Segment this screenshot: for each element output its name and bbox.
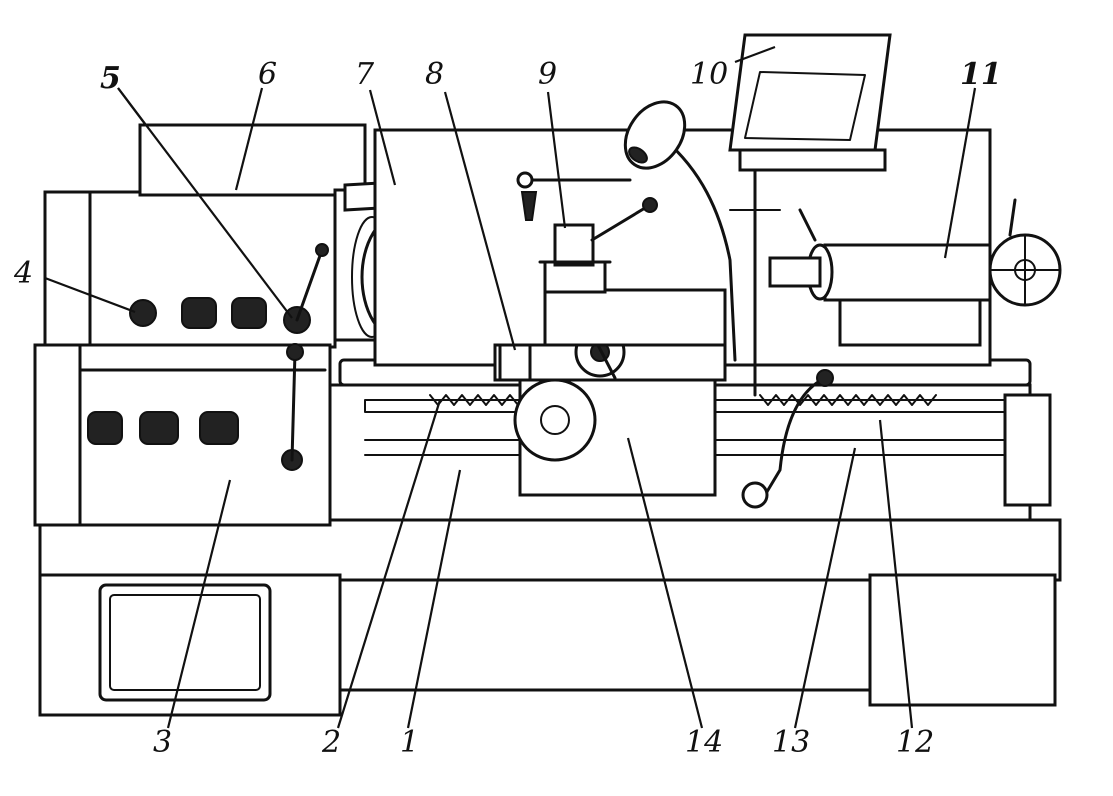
- leader-12: [878, 419, 914, 729]
- tailstock: [768, 198, 1062, 347]
- gearbox-knobs: [87, 411, 239, 445]
- leader-11: [943, 87, 977, 259]
- tool-holder: [516, 171, 632, 221]
- callout-label-13: 13: [772, 725, 810, 760]
- callout-label-5: 5: [100, 61, 121, 96]
- leader-6: [234, 87, 264, 191]
- work-lamp: [623, 100, 737, 362]
- leader-9: [546, 91, 567, 229]
- leader-7: [368, 89, 397, 186]
- display-panel: [728, 33, 892, 397]
- callout-label-2: 2: [321, 725, 341, 760]
- carriage: [493, 318, 727, 497]
- leader-5a: [117, 87, 293, 319]
- leader-3: [166, 479, 232, 729]
- leader-2: [336, 399, 442, 729]
- leader-1: [406, 469, 462, 729]
- leader-10: [734, 45, 776, 64]
- callout-label-6: 6: [258, 57, 277, 92]
- callout-label-7: 7: [355, 57, 375, 92]
- leader-14: [626, 437, 704, 729]
- callout-label-12: 12: [896, 725, 934, 760]
- machine-base: [38, 518, 1062, 717]
- leader-13: [793, 447, 857, 729]
- leader-5b: [117, 87, 146, 125]
- headstock-knobs: [129, 243, 329, 471]
- callout-label-10: 10: [690, 57, 728, 92]
- callout-label-1: 1: [400, 725, 419, 760]
- callout-labels: 1 2 3 4 5 6 7 8 9 10 11 12 13 14: [13, 57, 1002, 760]
- gearbox: [33, 343, 332, 527]
- feed-lever: [741, 369, 834, 509]
- callout-label-11: 11: [960, 57, 1002, 92]
- callout-label-9: 9: [538, 57, 557, 92]
- leader-4: [44, 276, 136, 314]
- callout-label-4: 4: [13, 256, 33, 291]
- leader-lines: [44, 45, 977, 729]
- callout-label-8: 8: [425, 57, 444, 92]
- cabinet-door: [98, 583, 272, 702]
- callout-label-14: 14: [685, 725, 723, 760]
- callout-label-3: 3: [153, 725, 172, 760]
- leader-8: [443, 91, 517, 351]
- tool-post: [538, 197, 727, 347]
